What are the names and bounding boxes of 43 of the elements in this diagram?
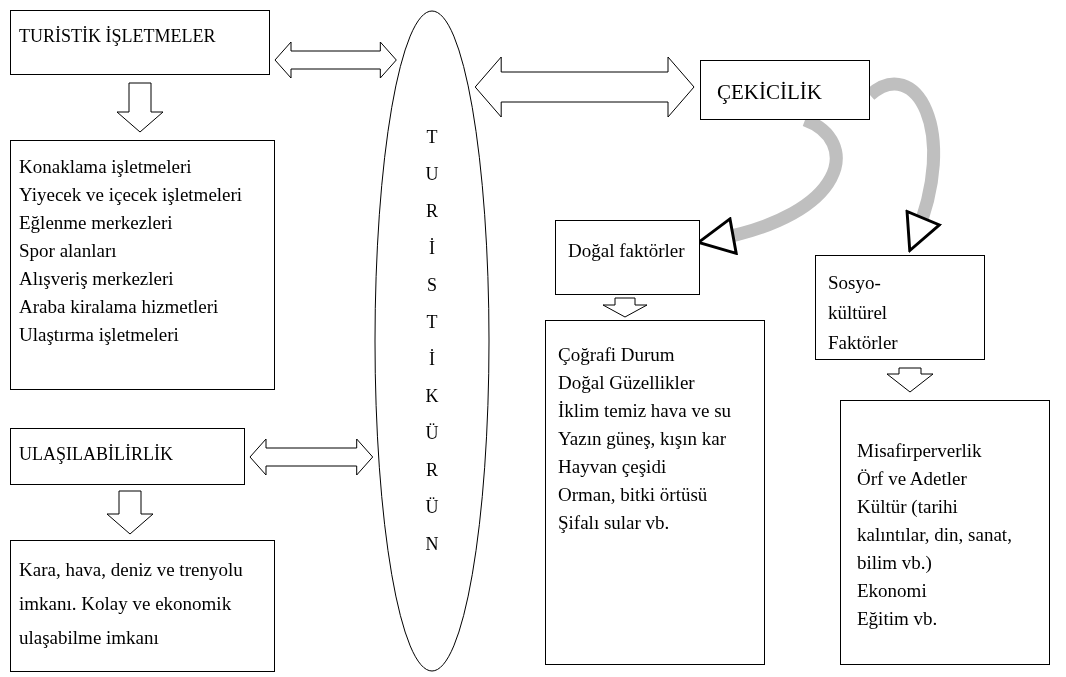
text-box [815,255,985,360]
text-box [700,60,870,120]
box-label: Doğal faktörler [568,239,686,263]
list-item: Alışveriş merkezleri [19,267,175,291]
list-item: Şifalı sular vb. [558,511,671,535]
list-item: Araba kiralama hizmetleri [19,295,220,319]
box-label: Sosyo-kültürel Faktörler [828,271,899,355]
product-ellipse [374,10,490,672]
list-item: Hayvan çeşidi [558,455,668,479]
list-item: Eğlenme merkezleri [19,211,174,235]
list-item: Konaklama işletmeleri [19,155,193,179]
list-item: Spor alanları [19,239,118,263]
text-box [545,320,765,665]
double-block-arrow [249,438,374,476]
list-item: Eğitim vb. [857,607,939,631]
list-item: Orman, bitki örtüsü [558,483,709,507]
double-block-arrow [274,41,397,79]
list-item: Yiyecek ve içecek işletmeleri [19,183,244,207]
list-item: Ulaştırma işletmeleri [19,323,180,347]
box-label: ULAŞILABİLİRLİK [19,443,174,466]
list-item: Örf ve Adetler [857,467,968,491]
vertical-title: TURİSTİK ÜRÜN [424,126,440,556]
block-arrow [106,490,154,535]
text-box [10,428,245,485]
list-item: Çoğrafi Durum [558,343,676,367]
list-item: Misafirperverlik [857,439,983,463]
list-item: Doğal Güzellikler [558,371,696,395]
box-label: TURİSTİK İŞLETMELER [19,25,217,48]
box-label: ÇEKİCİLİK [717,79,823,106]
list-item: Ekonomi [857,579,928,603]
list-item: İklim temiz hava ve su [558,399,733,423]
box-label: Kara, hava, deniz ve trenyolu imkanı. Kolay ve ekonomik ulaşabilme imkanı [19,558,244,650]
text-box [10,10,270,75]
text-box [10,140,275,390]
double-block-arrow [474,56,695,118]
list-item: Kültür (tarihi kalıntılar, din, sanat, bilim vb.) [857,495,1013,575]
block-arrow [116,82,164,133]
block-arrow [602,297,648,318]
text-box [840,400,1050,665]
text-box [10,540,275,672]
text-box [555,220,700,295]
list-item: Yazın güneş, kışın kar [558,427,727,451]
block-arrow [886,367,934,393]
